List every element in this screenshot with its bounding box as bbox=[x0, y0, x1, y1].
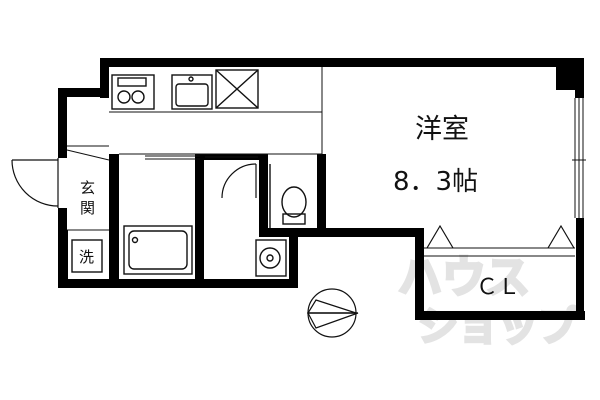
svg-text:ショップ: ショップ bbox=[418, 304, 578, 350]
thin-lines bbox=[66, 67, 575, 257]
room-size-label: 8．3帖 bbox=[393, 167, 478, 197]
watermark-logo: ハウス ショップ bbox=[397, 251, 580, 352]
bathtub-icon bbox=[123, 225, 193, 275]
closet-hanger-icons bbox=[426, 224, 575, 249]
entrance-label-1: 玄 bbox=[80, 179, 95, 197]
refrigerator-icon bbox=[215, 69, 259, 109]
entrance-door-icon bbox=[11, 158, 59, 208]
compass-icon bbox=[306, 288, 359, 338]
window-right bbox=[572, 98, 586, 218]
washer-label: 洗 bbox=[79, 248, 94, 266]
washer-box bbox=[71, 239, 103, 273]
closet-label: ＣＬ bbox=[476, 275, 520, 300]
washbasin-icon bbox=[255, 239, 287, 277]
room-label-western: 洋室 bbox=[415, 114, 469, 145]
sink-icon bbox=[171, 74, 213, 110]
entrance-label-2: 関 bbox=[80, 199, 95, 217]
washroom-door-icon bbox=[221, 163, 257, 199]
stove-icon bbox=[111, 74, 155, 110]
toilet-icon bbox=[269, 164, 307, 228]
